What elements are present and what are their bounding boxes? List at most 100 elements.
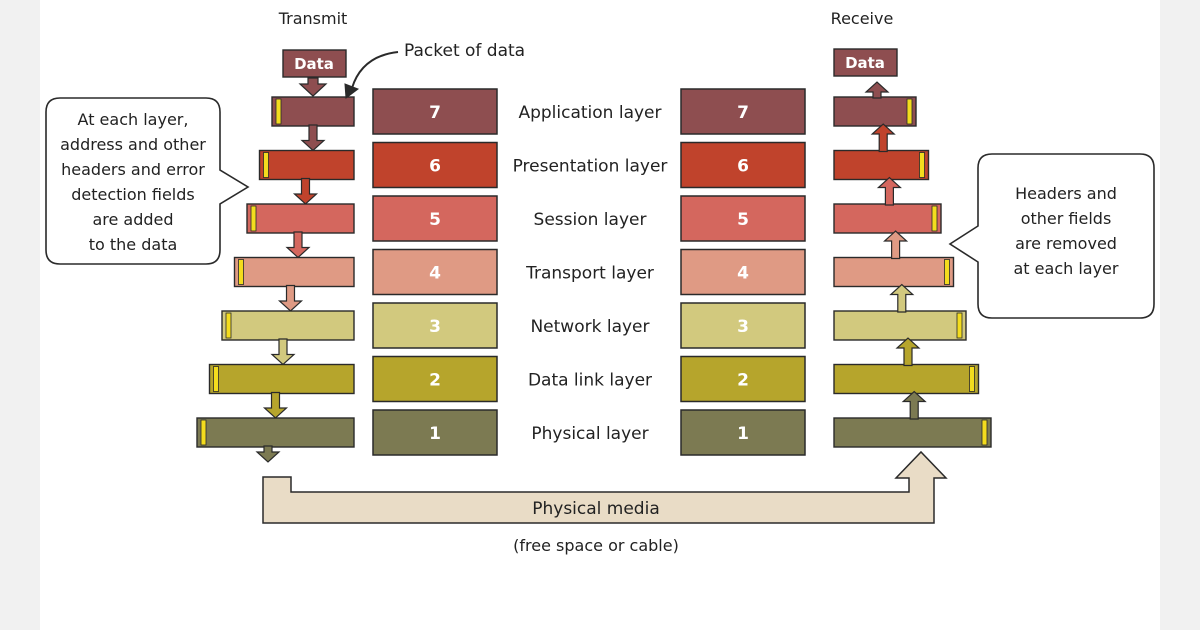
layer-2-right-number: 2 <box>737 371 749 391</box>
layer-6-transmit-down-arrow <box>292 177 319 205</box>
layer-4-name: Transport layer <box>525 264 654 284</box>
right-callout-line-4: at each layer <box>1014 259 1119 278</box>
right-callout-line-3: are removed <box>1015 234 1117 253</box>
layer-6-receive-header-stripe <box>919 152 925 178</box>
layer-6-receive-up-arrow <box>870 123 896 153</box>
right-callout-line-1: Headers and <box>1015 184 1117 203</box>
layer-1-receive-header-stripe <box>981 419 988 446</box>
layer-3-receive-up-arrow <box>889 283 915 313</box>
layer-4-receive-packet <box>833 256 955 288</box>
layer-7-receive-packet <box>833 96 917 127</box>
left-callout-line-3: headers and error <box>61 160 205 179</box>
layer-6-transmit-packet <box>258 149 355 181</box>
layer-6-right-box <box>680 141 806 189</box>
layer-5-receive-packet <box>833 203 942 234</box>
receive-data-tag <box>833 48 898 77</box>
transmit-data-tag <box>282 49 347 78</box>
layer-4-right-box <box>680 248 806 296</box>
layer-5-transmit-header-stripe <box>250 205 257 232</box>
layer-2-receive-packet <box>833 363 980 395</box>
left-callout-line-4: detection fields <box>71 185 195 204</box>
receive-side-group: Data <box>833 48 992 448</box>
layer-1-transmit-down-arrow <box>255 445 281 463</box>
layer-4-receive-up-arrow <box>883 230 909 260</box>
left-callout: At each layer, address and other headers… <box>45 97 250 265</box>
layer-5-transmit-down-arrow <box>285 231 311 259</box>
layer-1-receive-up-arrow <box>901 390 927 420</box>
layer-1-right-number: 1 <box>737 424 749 444</box>
layer-3-left-number: 3 <box>429 317 441 337</box>
layer-3-name: Network layer <box>530 317 649 337</box>
layer-7-transmit-packet <box>271 96 355 127</box>
layer-6-left-number: 6 <box>429 157 441 177</box>
layer-2-right-box <box>680 355 806 403</box>
layer-6-name: Presentation layer <box>513 157 668 177</box>
layer-7-receive-header-stripe <box>906 98 913 125</box>
layer-7-name: Application layer <box>518 103 661 123</box>
layer-2-transmit-packet <box>208 363 355 395</box>
layer-1-receive-packet <box>833 417 992 448</box>
layer-4-transmit-packet <box>233 256 355 288</box>
physical-media-label: Physical media <box>532 499 660 519</box>
layer-5-right-number: 5 <box>737 210 749 230</box>
layer-1-transmit-packet <box>196 417 355 448</box>
receive-heading: Receive <box>831 9 894 28</box>
layer-4-receive-header-stripe <box>944 259 950 285</box>
left-callout-bubble <box>45 97 250 265</box>
layer-1-left-box <box>372 409 498 456</box>
layer-3-receive-header-stripe <box>956 312 963 339</box>
left-callout-line-2: address and other <box>60 135 206 154</box>
transmit-heading: Transmit <box>278 9 348 28</box>
layer-2-receive-header-stripe <box>969 366 975 392</box>
layer-1-transmit-header-stripe <box>200 419 207 446</box>
transmit-side-group: Data <box>196 49 399 463</box>
layer-3-right-box <box>680 302 806 349</box>
layer-3-transmit-down-arrow <box>270 338 296 366</box>
packet-pointer-head <box>344 83 360 99</box>
layer-4-left-box <box>372 248 498 296</box>
left-callout-line-1: At each layer, <box>78 110 189 129</box>
transmit-data-tag-label: Data <box>294 55 334 73</box>
layer-2-receive-up-arrow <box>895 337 921 367</box>
layer-3-transmit-header-stripe <box>225 312 232 339</box>
layer-6-right-number: 6 <box>737 157 749 177</box>
layer-5-left-box <box>372 195 498 242</box>
layer-7-left-box <box>372 88 498 135</box>
layer-2-name: Data link layer <box>528 371 652 391</box>
layer-1-left-number: 1 <box>429 424 441 444</box>
layer-7-right-number: 7 <box>737 103 749 123</box>
layer-3-transmit-packet <box>221 310 355 341</box>
left-callout-line-6: to the data <box>89 235 178 254</box>
layer-7-right-box <box>680 88 806 135</box>
physical-media-group <box>262 450 948 524</box>
layer-6-left-box <box>372 141 498 189</box>
packet-of-data-label: Packet of data <box>404 41 525 61</box>
right-callout-line-2: other fields <box>1021 209 1112 228</box>
layer-6-transmit-header-stripe <box>263 152 269 178</box>
layer-4-transmit-header-stripe <box>238 259 244 285</box>
layer-7-transmit-header-stripe <box>275 98 282 125</box>
layer-stack-group: 7 7 Application layer 6 6 Presentation layer 5… <box>372 88 806 456</box>
layer-4-right-number: 4 <box>737 264 749 284</box>
layer-2-left-number: 2 <box>429 371 441 391</box>
layer-5-left-number: 5 <box>429 210 441 230</box>
layer-5-name: Session layer <box>534 210 647 230</box>
layer-7-left-number: 7 <box>429 103 441 123</box>
right-callout: Headers and other fields are removed at … <box>948 153 1155 319</box>
receive-data-tag-label: Data <box>845 54 885 72</box>
packet-pointer-line <box>351 51 399 89</box>
layer-3-right-number: 3 <box>737 317 749 337</box>
physical-media-sublabel: (free space or cable) <box>513 536 679 555</box>
layer-7-receive-up-arrow <box>864 81 890 99</box>
layer-2-left-box <box>372 355 498 403</box>
physical-media-pipe <box>262 450 948 524</box>
right-callout-bubble <box>948 153 1155 319</box>
layer-5-receive-up-arrow <box>876 176 902 206</box>
layer-4-transmit-down-arrow <box>277 284 304 312</box>
layer-4-left-number: 4 <box>429 264 441 284</box>
layer-1-right-box <box>680 409 806 456</box>
transmit-data-down-arrow <box>298 77 328 97</box>
layer-7-transmit-down-arrow <box>300 124 326 152</box>
